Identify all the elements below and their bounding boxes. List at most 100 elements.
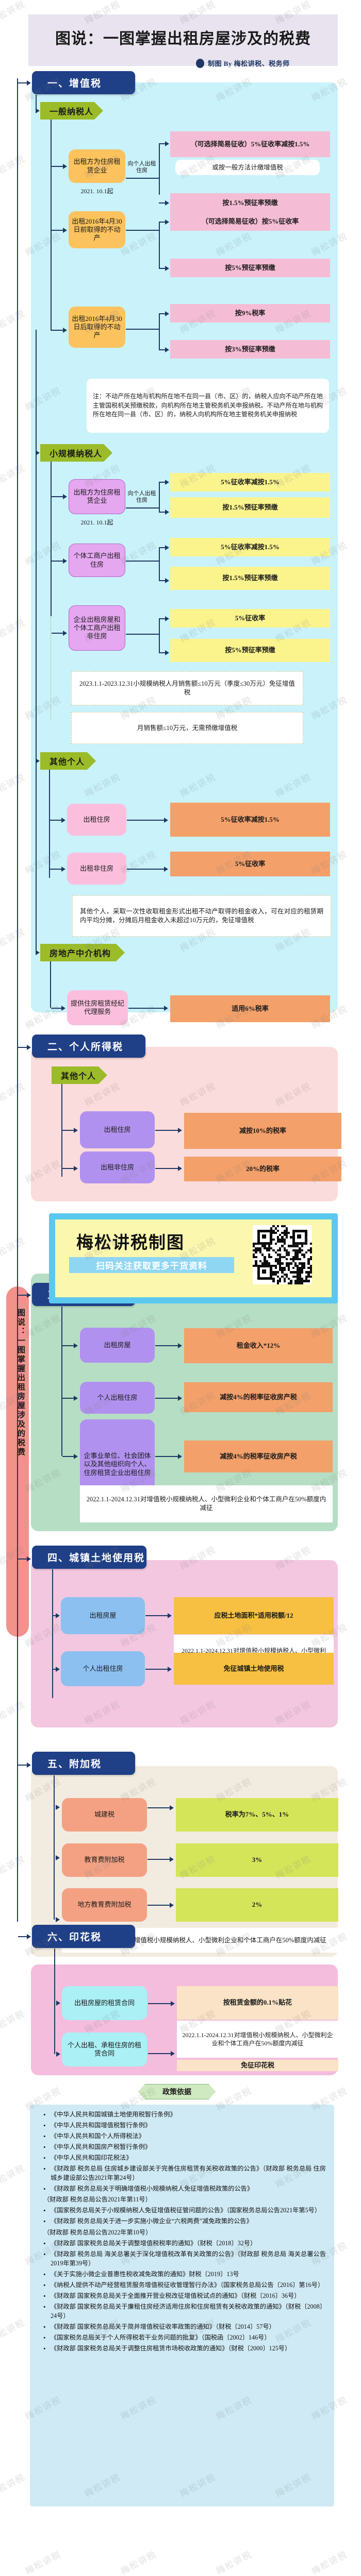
connector bbox=[159, 143, 160, 195]
section-banner-surtax[interactable]: 五、附加税 bbox=[32, 1752, 135, 1775]
arrow-icon bbox=[165, 347, 169, 352]
connector bbox=[61, 1084, 62, 1177]
arrow-icon bbox=[171, 2051, 175, 2056]
arrow-icon bbox=[36, 450, 40, 455]
arrow-icon bbox=[168, 1613, 172, 1618]
connector bbox=[53, 1669, 56, 1670]
connector bbox=[159, 202, 166, 204]
arrow-icon bbox=[165, 650, 169, 655]
node-enterprise-nonhousing: 企业出租房屋和个体工商户出租非住房 bbox=[69, 605, 125, 651]
connector bbox=[62, 1130, 74, 1131]
section-banner-stamp-tax[interactable]: 六、印花税 bbox=[32, 1925, 135, 1948]
connector bbox=[148, 2053, 171, 2054]
arrow-icon bbox=[27, 1556, 31, 1562]
arrow-icon bbox=[56, 1805, 60, 1810]
connector bbox=[159, 580, 166, 581]
arrow-icon bbox=[27, 1762, 31, 1768]
watermark-text: 梅松讲税 bbox=[0, 308, 27, 335]
arrow-icon bbox=[56, 1917, 60, 1922]
connector bbox=[36, 453, 37, 760]
node-land-rent-property: 出租房屋 bbox=[61, 1597, 145, 1634]
watermark-text: 梅松讲税 bbox=[0, 1235, 27, 1263]
connector bbox=[159, 547, 160, 580]
policy-list-item: 《中华人民共和国个人所得税法》 bbox=[43, 2131, 326, 2141]
connector bbox=[159, 222, 160, 268]
main-spine bbox=[17, 78, 18, 1922]
result-box: 5%征收率减按1.5% bbox=[170, 538, 330, 556]
result-box: 5%征收率减按1.5% bbox=[170, 803, 330, 837]
arrow-icon bbox=[27, 1045, 31, 1050]
spine-side-tab-text: 图说：一图掌握出租房屋涉及的税费 bbox=[17, 1309, 25, 1457]
note-box: 或按一般方法计缴增值税 bbox=[175, 160, 320, 175]
qr-code-icon[interactable] bbox=[253, 1225, 312, 1284]
footer: 长按关注 获取更多干货资料 导图制作 税务师 bbox=[0, 2514, 361, 2576]
arrow-icon bbox=[74, 1343, 78, 1348]
result-box: （可选择简易征收）按5%征收率 bbox=[170, 212, 330, 231]
policy-list-item: 《财政部 税务总局关于明确增值税小规模纳税人免征增值税政策的公告》 bbox=[43, 2184, 326, 2194]
policy-list-item: 《关于实施小微企业普惠性税收减免政策的通知》财税〔2019〕13号 bbox=[43, 2269, 326, 2279]
connector bbox=[155, 1345, 178, 1346]
watermark-text: 梅松讲税 bbox=[0, 1854, 27, 1881]
policy-basis-box: 《中华人民共和国城镇土地使用税暂行条例》《中华人民共和国增值税暂行条例》《中华人… bbox=[30, 2105, 334, 2506]
connector bbox=[51, 248, 52, 331]
connector bbox=[159, 143, 166, 144]
node-city-construction-tax: 城建税 bbox=[62, 1798, 147, 1832]
arrow-icon bbox=[74, 1396, 78, 1401]
section-banner-iit[interactable]: 二、个人所得税 bbox=[32, 1035, 145, 1058]
node-housing-rental-enterprise-small: 出租方为住房租赁企业 bbox=[69, 479, 125, 514]
node-land-individual-housing: 个人出租住房 bbox=[61, 1651, 145, 1686]
connector bbox=[50, 961, 51, 1008]
node-iit-rent-nonhousing: 出租非住房 bbox=[80, 1151, 155, 1183]
arrow-icon bbox=[56, 2001, 60, 2006]
connector bbox=[54, 1775, 55, 1920]
connector bbox=[155, 1398, 178, 1399]
result-box: 税率为7%、5%、1% bbox=[176, 1798, 338, 1832]
result-box: 按租赁金额的0.1%贴花 bbox=[177, 1986, 338, 2020]
date-caption: 2021. 10.1起 bbox=[80, 519, 113, 526]
connector bbox=[62, 1168, 74, 1169]
arrow-icon bbox=[165, 578, 169, 583]
connector bbox=[18, 1295, 27, 1296]
connector bbox=[18, 82, 27, 83]
section-banner-vat[interactable]: 一、增值税 bbox=[32, 71, 135, 94]
credit-text: 制图 By 梅松讲税、税务师 bbox=[208, 60, 290, 67]
arrow-icon bbox=[165, 545, 169, 550]
connector bbox=[147, 1807, 170, 1808]
section-banner-land-tax[interactable]: 四、城镇土地使用税 bbox=[32, 1546, 146, 1569]
node-house-rent-property: 出租房屋 bbox=[80, 1328, 155, 1363]
note-box-small-scale-prepay: 月销售额≤10万元，无需预缴增值税 bbox=[71, 712, 303, 744]
arrow-icon bbox=[165, 266, 169, 271]
policy-list-item: 《中华人民共和国房产税暂行条例》 bbox=[43, 2142, 326, 2152]
promo-brand: 梅松讲税制图 bbox=[76, 1232, 185, 1252]
watermark-text: 梅松讲税 bbox=[0, 2472, 27, 2499]
node-house-individual-housing: 个人出租住房 bbox=[80, 1382, 155, 1414]
connector bbox=[126, 230, 159, 231]
arrow-icon bbox=[74, 1128, 78, 1133]
credit-dot-icon bbox=[196, 58, 204, 68]
connector bbox=[155, 1130, 178, 1131]
result-box: 按3%预征率预缴 bbox=[170, 340, 330, 359]
connector bbox=[159, 268, 166, 269]
policy-list-item: 《财政部 国家税务总局关于简并增值税征收率政策的通知》（财税〔2014〕57号） bbox=[43, 2322, 326, 2332]
connector bbox=[36, 758, 37, 952]
arrow-icon bbox=[27, 80, 31, 86]
connector bbox=[18, 1765, 27, 1766]
arrow-icon bbox=[63, 558, 67, 564]
result-box: 按1.5%预征率预缴 bbox=[170, 497, 330, 518]
connector bbox=[147, 1905, 170, 1906]
connector bbox=[159, 547, 166, 548]
connector bbox=[148, 2003, 171, 2004]
connector bbox=[159, 652, 166, 653]
result-box: 免征城镇土地使用税 bbox=[174, 1653, 334, 1685]
watermark-text: 梅松讲税 bbox=[0, 154, 27, 181]
connector bbox=[36, 95, 37, 111]
node-education-surcharge: 教育费附加税 bbox=[62, 1843, 147, 1877]
connector bbox=[53, 1615, 56, 1616]
policy-list-item: 《财政部 税务总局 海关总署关于深化增值税改革有关政策的公告》（财政部 税务总局… bbox=[43, 2249, 326, 2268]
arrow-icon bbox=[63, 631, 67, 636]
arrow-icon bbox=[168, 1667, 172, 1672]
arrow-icon bbox=[74, 1166, 78, 1171]
note-box-lump-sum-rent: 其他个人，采取一次性收取租金形式出租不动产取得的租金收入，可在对应的租赁期内平均… bbox=[72, 895, 331, 937]
watermark-text: 梅松讲税 bbox=[0, 2163, 27, 2190]
connector bbox=[51, 1008, 61, 1009]
